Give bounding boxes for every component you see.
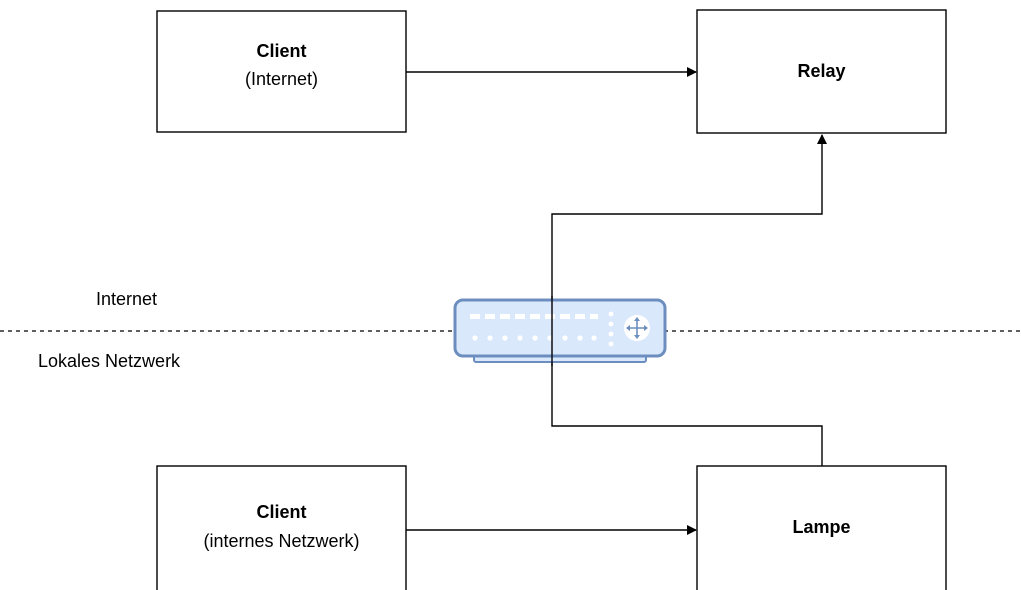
node-client-internet-box <box>156 10 407 133</box>
router-switch-icon <box>453 298 667 363</box>
node-lampe: Lampe <box>696 465 947 590</box>
node-relay-box <box>696 9 947 134</box>
node-client-internet-subtitle: (Internet) <box>245 69 318 89</box>
node-lampe-title: Lampe <box>792 517 850 537</box>
node-client-local-title: Client <box>256 502 306 522</box>
node-relay: Relay <box>696 9 947 134</box>
node-client-local: Client (internes Netzwerk) <box>156 465 407 590</box>
node-client-local-subtitle: (internes Netzwerk) <box>203 531 359 551</box>
node-client-internet-title: Client <box>256 41 306 61</box>
zone-label-internet: Internet <box>96 289 157 309</box>
node-lampe-box <box>696 465 947 590</box>
zone-label-local-network: Lokales Netzwerk <box>38 351 181 371</box>
node-relay-title: Relay <box>797 61 845 81</box>
node-client-internet: Client (Internet) <box>156 10 407 133</box>
node-client-local-box <box>156 465 407 590</box>
